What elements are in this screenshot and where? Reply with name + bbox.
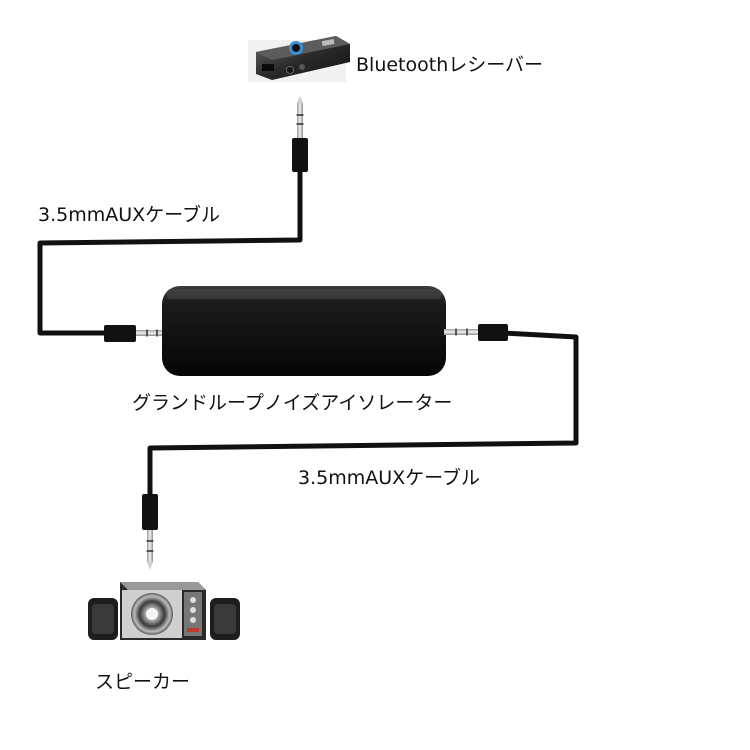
bluetooth-receiver-image: [248, 36, 350, 82]
speaker-set-image: [88, 582, 240, 640]
aux-plug-bottom-lower: [142, 494, 158, 570]
isolator-label: グランドループノイズアイソレーター: [132, 392, 453, 414]
aux-cable-bottom: [142, 324, 579, 570]
aux-cable-top: [37, 96, 308, 342]
aux-plug-top-upper: [292, 96, 308, 172]
bluetooth-receiver-label: Bluetoothレシーバー: [356, 54, 544, 76]
aux-cable-top-label: 3.5mmAUXケーブル: [38, 204, 221, 226]
ground-loop-isolator-image: [162, 286, 446, 376]
speaker-label: スピーカー: [95, 671, 191, 693]
aux-plug-bottom-upper: [444, 324, 508, 341]
aux-cable-bottom-label: 3.5mmAUXケーブル: [298, 467, 481, 489]
aux-plug-top-lower: [104, 325, 166, 342]
